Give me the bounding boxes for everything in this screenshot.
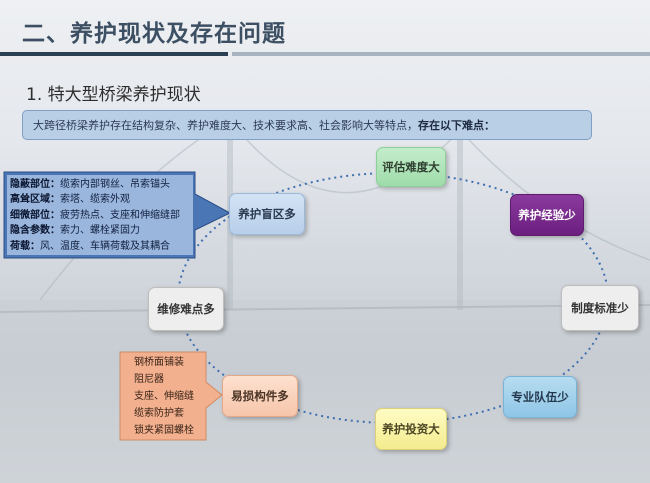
node-blind-zone: 养护盲区多 — [229, 193, 305, 235]
node-repair-difficulty: 维修难点多 — [148, 287, 224, 331]
intro-emphasis: 存在以下难点： — [418, 119, 495, 132]
title-underline-light — [232, 52, 650, 56]
callout-row: 高耸区域：索塔、缆索外观 — [10, 194, 130, 206]
callout-row: 隐蔽部位：缆索内部钢丝、吊索锚头 — [10, 179, 170, 190]
node-evaluation-difficulty: 评估难度大 — [376, 147, 446, 187]
callout-item: 支座、伸缩缝 — [134, 391, 194, 402]
callout-item: 缆索防护套 — [134, 408, 184, 419]
node-vulnerable-components: 易损构件多 — [222, 375, 298, 417]
callout-row: 隐含参数：索力、螺栓紧固力 — [10, 225, 140, 237]
callout-row: 荷载：风、温度、车辆荷载及其耦合 — [10, 240, 170, 252]
intro-box: 大跨径桥梁养护存在结构复杂、养护难度大、技术要求高、社会影响大等特点，存在以下难… — [22, 110, 592, 140]
vulnerable-callout-shape — [119, 351, 223, 441]
callout-item: 钢桥面铺装 — [134, 357, 184, 368]
vulnerable-callout: 钢桥面铺装 阻尼器 支座、伸缩缝 缆索防护套 锁夹紧固螺栓 — [134, 354, 194, 439]
node-professional-team: 专业队伍少 — [503, 376, 577, 418]
node-maintenance-experience: 养护经验少 — [510, 194, 584, 236]
section-subtitle: 1. 特大型桥梁养护现状 — [26, 85, 201, 105]
node-investment: 养护投资大 — [375, 408, 447, 450]
title-underline-dark — [0, 52, 228, 56]
intro-text: 大跨径桥梁养护存在结构复杂、养护难度大、技术要求高、社会影响大等特点， — [33, 119, 418, 132]
callout-row: 细微部位：疲劳热点、支座和伸缩缝部 — [10, 209, 180, 221]
callout-item: 阻尼器 — [134, 374, 164, 385]
node-standards: 制度标准少 — [561, 285, 639, 331]
page-title: 二、养护现状及存在问题 — [22, 21, 286, 47]
callout-item: 锁夹紧固螺栓 — [134, 425, 194, 436]
blind-zone-callout: 隐蔽部位：缆索内部钢丝、吊索锚头 高耸区域：索塔、缆索外观 细微部位：疲劳热点、… — [10, 177, 180, 254]
